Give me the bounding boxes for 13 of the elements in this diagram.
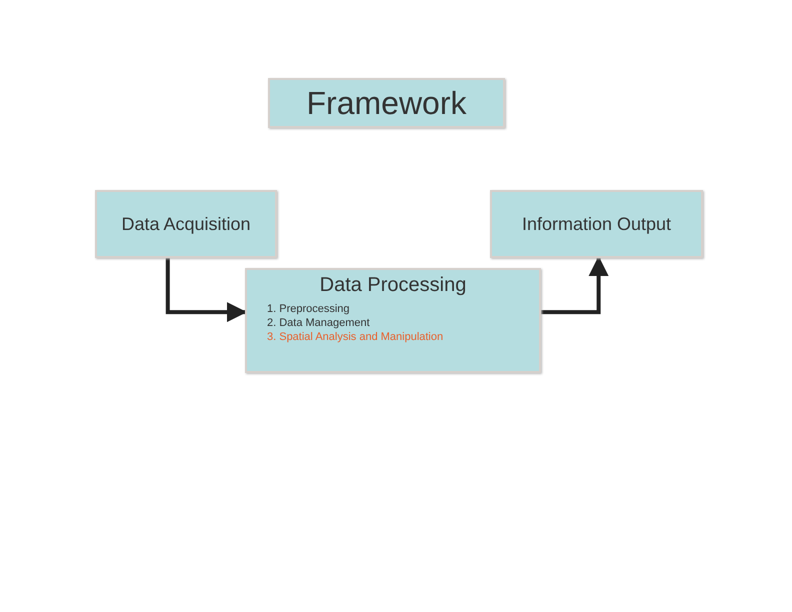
box-label: Information Output	[522, 214, 672, 234]
title-box	[268, 78, 505, 128]
process-box	[95, 190, 277, 258]
process-box	[245, 268, 541, 373]
box-label: Data Acquisition	[121, 214, 251, 234]
arrow	[541, 256, 609, 314]
process-box	[490, 190, 703, 258]
list-item: 3. Spatial Analysis and Manipulation	[267, 331, 444, 343]
arrow	[166, 258, 247, 322]
list-item: 2. Data Management	[267, 317, 370, 329]
box-heading: Data Processing	[320, 274, 466, 297]
list-item: 1. Preprocessing	[267, 303, 350, 315]
box-label: Framework	[306, 84, 466, 122]
